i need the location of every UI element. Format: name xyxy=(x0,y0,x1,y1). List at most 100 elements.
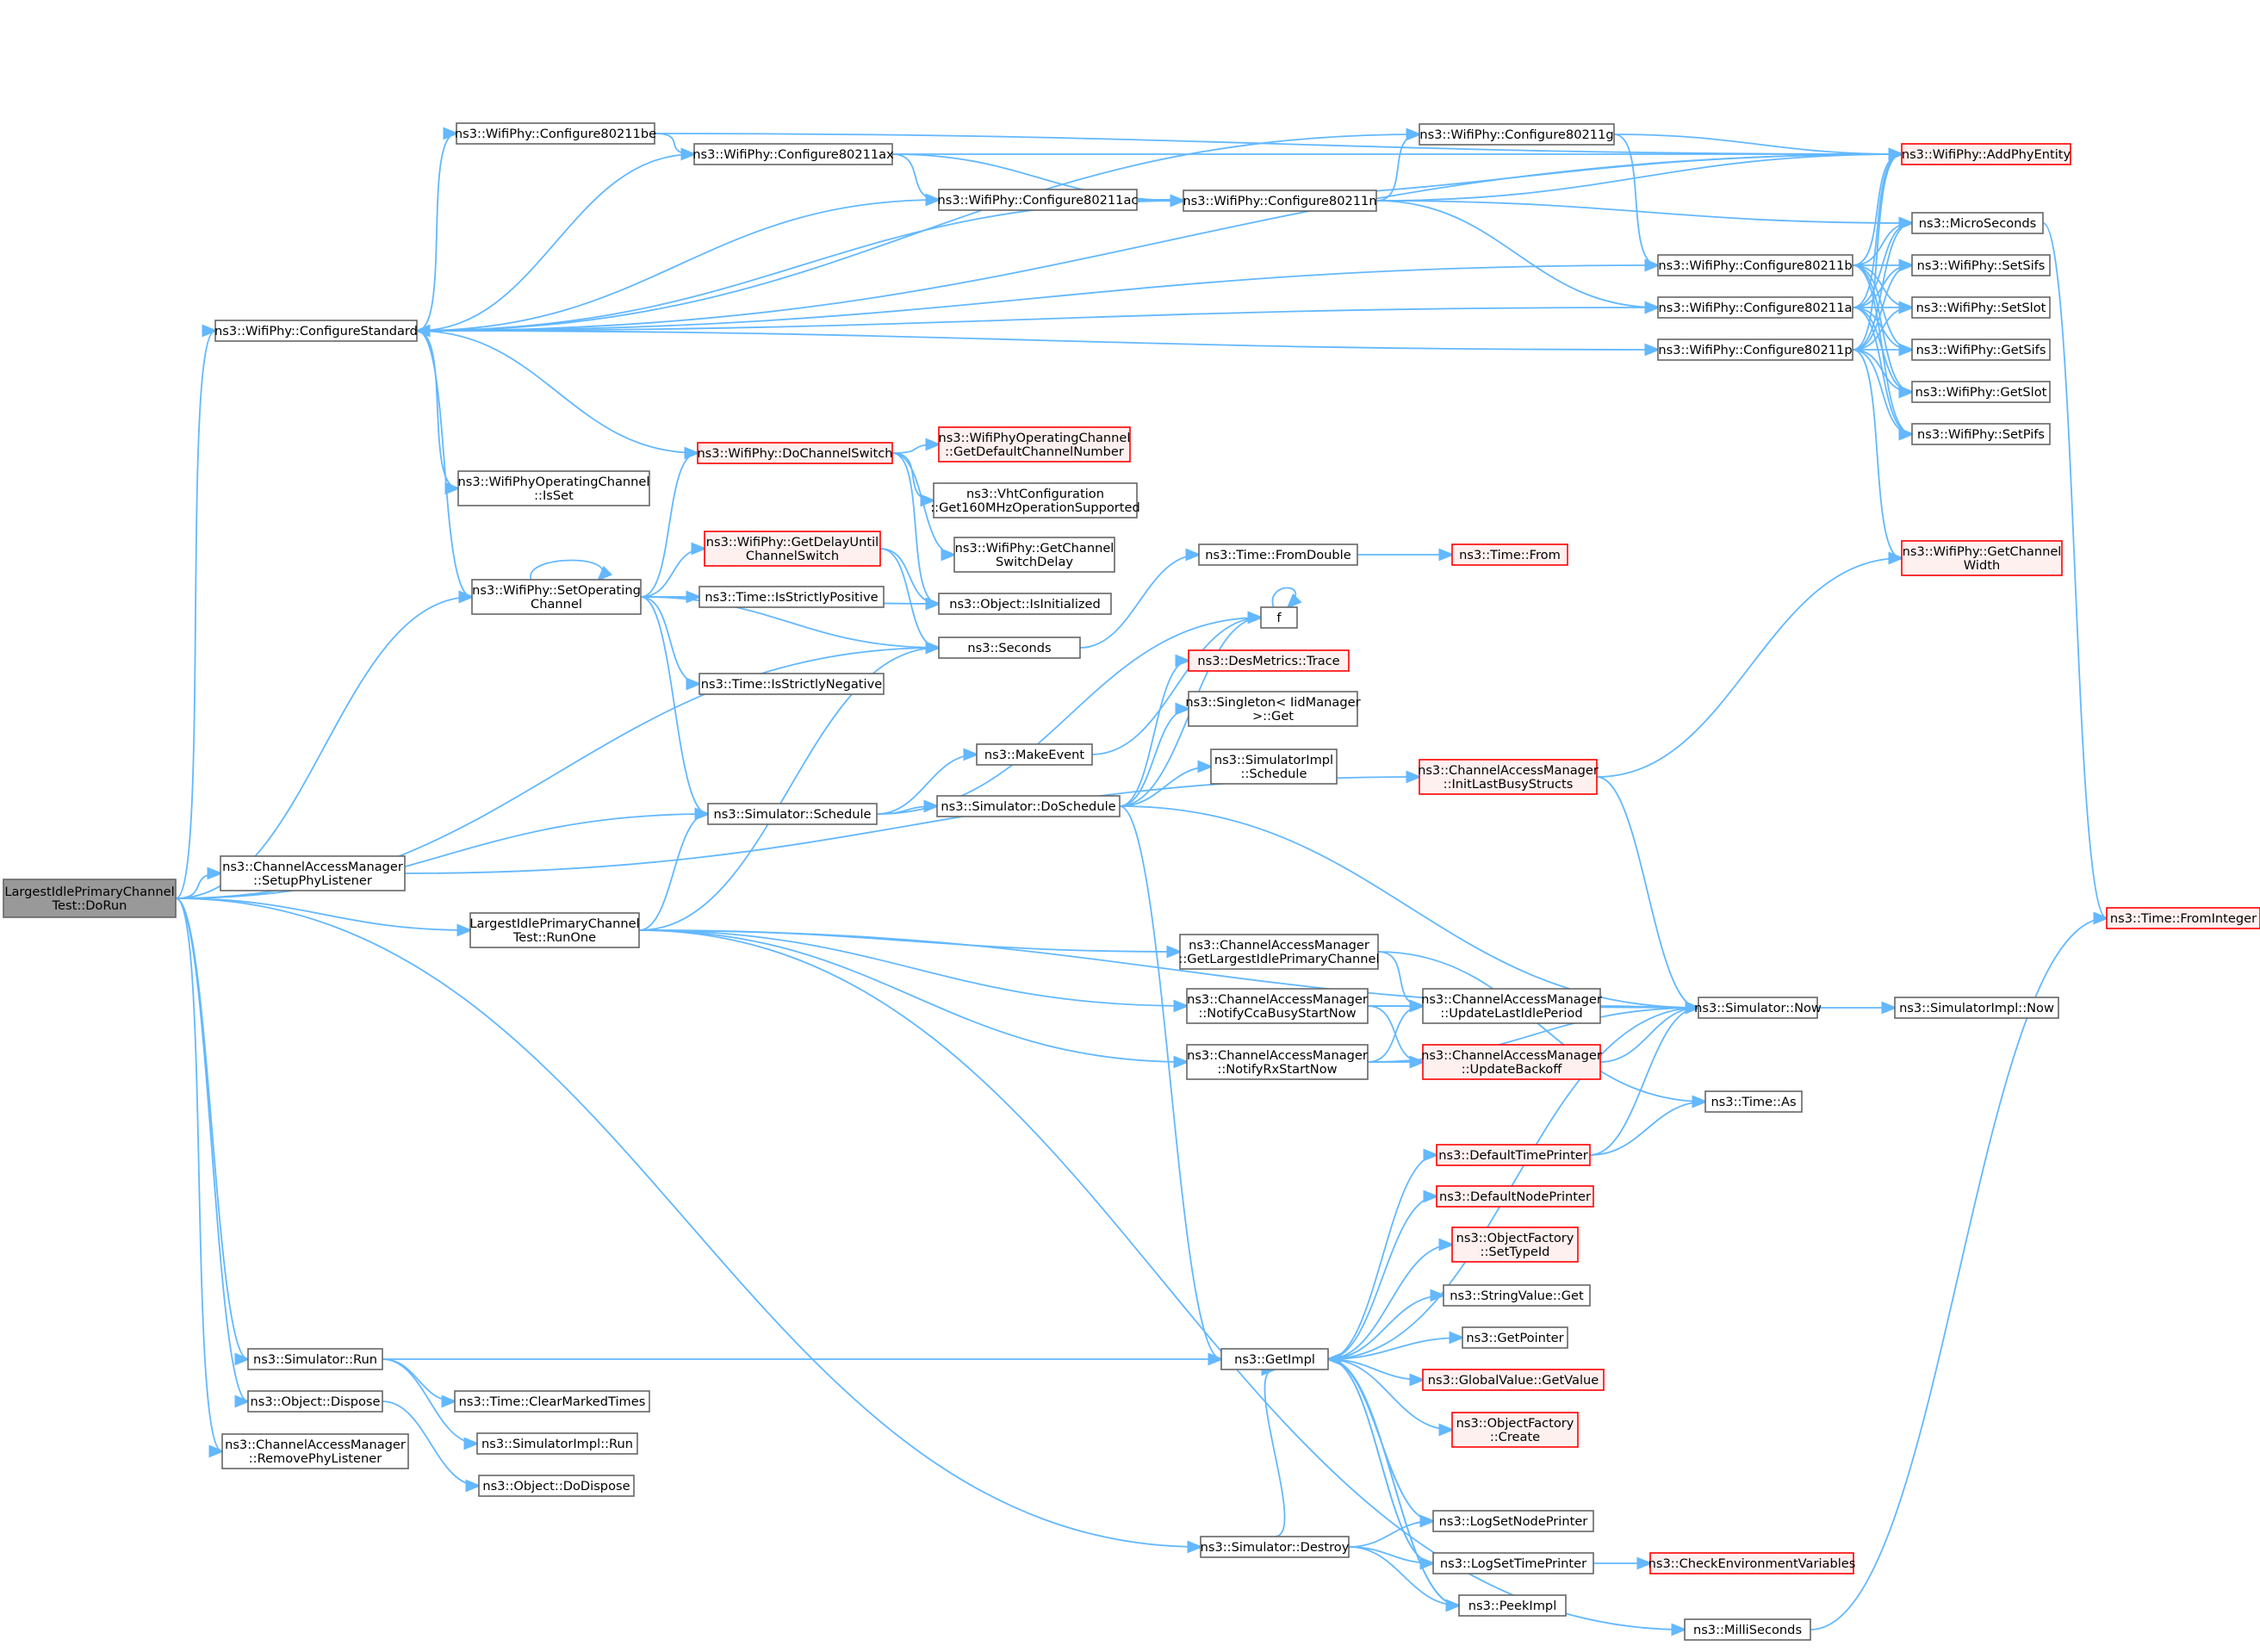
node-cfg80211n[interactable]: ns3::WifiPhy::Configure80211n xyxy=(1183,189,1377,212)
node-cfg80211ax[interactable]: ns3::WifiPhy::Configure80211ax xyxy=(692,143,894,165)
node-timeFrom[interactable]: ns3::Time::From xyxy=(1451,543,1568,566)
node-simulatorSchedule-label-0: ns3::Simulator::Schedule xyxy=(713,807,871,822)
edge-doChannelSwitch-to-configureStandard xyxy=(417,331,698,454)
node-getSifs[interactable]: ns3::WifiPhy::GetSifs xyxy=(1911,338,2051,361)
node-cfg80211a[interactable]: ns3::WifiPhy::Configure80211a xyxy=(1657,296,1853,319)
node-seconds[interactable]: ns3::Seconds xyxy=(938,637,1081,659)
node-vhtGet160-box xyxy=(933,482,1138,519)
node-fromInteger[interactable]: ns3::Time::FromInteger xyxy=(2106,907,2260,929)
node-configureStandard[interactable]: ns3::WifiPhy::ConfigureStandard xyxy=(214,320,418,342)
node-desMetricsTrace[interactable]: ns3::DesMetrics::Trace xyxy=(1188,649,1350,672)
edge-cfg80211n-to-microSeconds xyxy=(1375,200,1912,223)
node-objectDispose[interactable]: ns3::Object::Dispose xyxy=(247,1390,383,1413)
node-cfg80211b[interactable]: ns3::WifiPhy::Configure80211b xyxy=(1657,254,1853,276)
edge-configureStandard-to-cfg80211p xyxy=(416,330,1658,350)
node-simImplNow[interactable]: ns3::SimulatorImpl::Now xyxy=(1894,997,2059,1019)
node-getSlot[interactable]: ns3::WifiPhy::GetSlot xyxy=(1911,381,2051,403)
node-notifyRx[interactable]: ns3::ChannelAccessManager::NotifyRxStart… xyxy=(1186,1044,1369,1080)
node-updateBackoff[interactable]: ns3::ChannelAccessManager::UpdateBackoff xyxy=(1421,1044,1602,1080)
node-opChanIsSet[interactable]: ns3::WifiPhyOperatingChannel::IsSet xyxy=(457,470,650,506)
node-timeAs[interactable]: ns3::Time::As xyxy=(1704,1090,1803,1113)
node-peekImpl[interactable]: ns3::PeekImpl xyxy=(1458,1594,1567,1617)
node-cfg80211a-box xyxy=(1657,296,1853,319)
node-doSchedule[interactable]: ns3::Simulator::DoSchedule xyxy=(936,795,1121,817)
edge-doSchedule-to-simImplSchedule xyxy=(1119,767,1211,807)
node-updateLastIdle[interactable]: ns3::ChannelAccessManager::UpdateLastIdl… xyxy=(1421,988,1602,1024)
edge-simulatorRun-to-clearMarkedTimes xyxy=(382,1358,455,1401)
node-fromDouble[interactable]: ns3::Time::FromDouble xyxy=(1198,543,1358,566)
node-getPointer-label-0: ns3::GetPointer xyxy=(1466,1331,1563,1345)
node-milliSeconds[interactable]: ns3::MilliSeconds xyxy=(1684,1618,1811,1641)
node-simulatorNow[interactable]: ns3::Simulator::Now xyxy=(1694,997,1822,1019)
node-updateBackoff-label-1: ::UpdateBackoff xyxy=(1462,1062,1563,1077)
node-objFactoryCreate[interactable]: ns3::ObjectFactory::Create xyxy=(1451,1412,1579,1448)
node-vhtGet160[interactable]: ns3::VhtConfiguration::Get160MHzOperatio… xyxy=(930,482,1140,519)
node-f[interactable]: f xyxy=(1260,606,1298,629)
node-configureStandard-box xyxy=(214,320,418,342)
node-setSlot[interactable]: ns3::WifiPhy::SetSlot xyxy=(1911,296,2051,319)
node-objFactoryCreate-box xyxy=(1451,1412,1579,1448)
node-isStrictlyNegative[interactable]: ns3::Time::IsStrictlyNegative xyxy=(698,673,885,695)
edge-cfg80211g-to-cfg80211b xyxy=(1613,134,1658,265)
node-defaultTimePrinter[interactable]: ns3::DefaultTimePrinter xyxy=(1436,1144,1591,1166)
node-initLastBusyStructs-box xyxy=(1419,759,1598,795)
node-clearMarkedTimes[interactable]: ns3::Time::ClearMarkedTimes xyxy=(454,1390,650,1413)
node-cfg80211be-label-0: ns3::WifiPhy::Configure80211be xyxy=(455,127,656,141)
node-globalValueGet[interactable]: ns3::GlobalValue::GetValue xyxy=(1422,1369,1605,1391)
node-simulatorRun[interactable]: ns3::Simulator::Run xyxy=(247,1348,383,1370)
node-logSetNodePrinter[interactable]: ns3::LogSetNodePrinter xyxy=(1432,1510,1594,1532)
node-logSetTimePrinter[interactable]: ns3::LogSetTimePrinter xyxy=(1432,1552,1594,1574)
node-notifyCcaBusy[interactable]: ns3::ChannelAccessManager::NotifyCcaBusy… xyxy=(1186,988,1369,1024)
edge-simulatorRun-to-simImplRun xyxy=(382,1358,477,1444)
edge-cfg80211b-to-microSeconds xyxy=(1852,223,1912,266)
node-setSifs[interactable]: ns3::WifiPhy::SetSifs xyxy=(1911,254,2051,276)
node-isStrictlyPositive[interactable]: ns3::Time::IsStrictlyPositive xyxy=(698,586,885,608)
node-cfg80211ac[interactable]: ns3::WifiPhy::Configure80211ac xyxy=(938,189,1139,211)
node-microSeconds[interactable]: ns3::MicroSeconds xyxy=(1911,212,2044,234)
edge-simulatorDestroy-to-peekImpl xyxy=(1348,1546,1459,1605)
node-simImplSchedule[interactable]: ns3::SimulatorImpl::Schedule xyxy=(1210,748,1338,785)
node-makeEvent-label-0: ns3::MakeEvent xyxy=(984,748,1085,762)
node-checkEnvVars[interactable]: ns3::CheckEnvironmentVariables xyxy=(1648,1552,1856,1574)
node-notifyCcaBusy-label-0: ns3::ChannelAccessManager xyxy=(1187,992,1368,1007)
node-simulatorRun-box xyxy=(247,1348,383,1370)
edge-root-to-setupPhyListener xyxy=(175,873,220,899)
node-doDispose[interactable]: ns3::Object::DoDispose xyxy=(478,1475,635,1497)
node-simulatorSchedule[interactable]: ns3::Simulator::Schedule xyxy=(707,803,878,825)
node-stringValueGet[interactable]: ns3::StringValue::Get xyxy=(1443,1284,1591,1307)
node-setSifs-label-0: ns3::WifiPhy::SetSifs xyxy=(1917,258,2046,273)
node-defaultNodePrinter[interactable]: ns3::DefaultNodePrinter xyxy=(1436,1185,1594,1208)
node-setupPhyListener[interactable]: ns3::ChannelAccessManager::SetupPhyListe… xyxy=(220,855,406,891)
node-makeEvent[interactable]: ns3::MakeEvent xyxy=(976,743,1093,766)
node-cfg80211be[interactable]: ns3::WifiPhy::Configure80211be xyxy=(455,122,656,145)
node-cfg80211p[interactable]: ns3::WifiPhy::Configure80211p xyxy=(1657,338,1853,361)
node-removePhyListener[interactable]: ns3::ChannelAccessManager::RemovePhyList… xyxy=(221,1433,409,1469)
node-setPifs[interactable]: ns3::WifiPhy::SetPifs xyxy=(1911,423,2051,445)
node-getImpl[interactable]: ns3::GetImpl xyxy=(1220,1348,1329,1370)
node-singletonGet[interactable]: ns3::Singleton< IidManager >::Get xyxy=(1185,691,1361,727)
node-fromInteger-box xyxy=(2106,907,2260,929)
node-cfg80211g[interactable]: ns3::WifiPhy::Configure80211g xyxy=(1419,123,1615,146)
edge-doSchedule-to-simulatorNow xyxy=(1119,805,1698,1008)
node-getLargestIdle[interactable]: ns3::ChannelAccessManager::GetLargestIdl… xyxy=(1178,934,1380,970)
node-simImplRun[interactable]: ns3::SimulatorImpl::Run xyxy=(476,1432,638,1455)
node-simulatorDestroy[interactable]: ns3::Simulator::Destroy xyxy=(1200,1536,1350,1558)
node-clearMarkedTimes-box xyxy=(454,1390,650,1413)
node-milliSeconds-label-0: ns3::MilliSeconds xyxy=(1693,1623,1802,1637)
node-initLastBusyStructs[interactable]: ns3::ChannelAccessManager::InitLastBusyS… xyxy=(1418,759,1599,795)
node-getDefaultChannelNumber[interactable]: ns3::WifiPhyOperatingChannel::GetDefault… xyxy=(938,426,1131,463)
node-logSetNodePrinter-label-0: ns3::LogSetNodePrinter xyxy=(1439,1514,1588,1529)
node-simImplNow-box xyxy=(1894,997,2059,1019)
node-getPointer[interactable]: ns3::GetPointer xyxy=(1462,1326,1568,1349)
node-addPhyEntity[interactable]: ns3::WifiPhy::AddPhyEntity xyxy=(1901,143,2071,165)
edge-simulatorSchedule-to-makeEvent xyxy=(876,755,977,815)
node-isInitialized[interactable]: ns3::Object::IsInitialized xyxy=(938,593,1112,615)
edge-makeEvent-to-f xyxy=(1091,618,1261,755)
node-doChannelSwitch[interactable]: ns3::WifiPhy::DoChannelSwitch xyxy=(697,442,893,464)
node-objFactorySetTypeId[interactable]: ns3::ObjectFactory::SetTypeId xyxy=(1451,1227,1579,1263)
